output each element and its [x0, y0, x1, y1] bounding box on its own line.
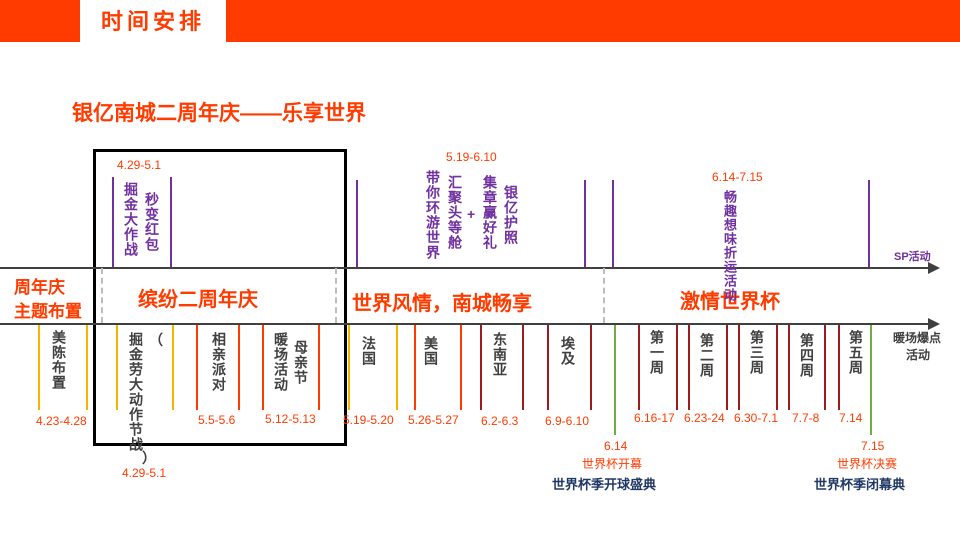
milestone-2-event: 世界杯季闭幕典	[814, 477, 906, 492]
band-separator	[603, 268, 605, 323]
milestone-2-label: 世界杯决赛	[837, 457, 898, 471]
lower-tick	[38, 325, 40, 410]
plus-sign: +	[467, 206, 476, 222]
week-2: 第二周	[699, 333, 715, 378]
milestone-1-date: 6.14	[604, 439, 628, 453]
milestone-1-event: 世界杯季开球盛典	[552, 477, 657, 492]
lower-tick	[414, 325, 416, 410]
upper-date-1: 4.29-5.1	[117, 158, 162, 172]
lower-event-4b: 母亲节	[293, 340, 309, 385]
upper-event-2a: 带你环游世界	[425, 170, 441, 260]
week-3: 第三周	[749, 330, 765, 375]
lower-date-4: 5.12-5.13	[265, 412, 316, 426]
lower-tick	[86, 325, 88, 410]
week-4: 第四周	[799, 333, 815, 378]
band-separator	[101, 268, 103, 323]
lower-tick	[547, 325, 549, 410]
upper-event-2d: 银亿护照	[503, 185, 519, 245]
week-1-date: 6.16-17	[634, 411, 675, 425]
upper-event-2b: 汇聚头等舱	[447, 175, 463, 250]
lower-event-8: 埃及	[560, 336, 576, 366]
lower-date-7: 6.2-6.3	[481, 414, 519, 428]
lower-tick	[262, 325, 264, 410]
lower-tick	[590, 325, 592, 410]
upper-tick	[170, 177, 172, 267]
lower-tick	[238, 325, 240, 410]
lower-date-5: 5.19-5.20	[343, 413, 394, 427]
upper-date-3: 6.14-7.15	[712, 170, 763, 184]
lower-tick	[116, 325, 118, 410]
lower-tick	[460, 325, 462, 410]
lower-event-2: 掘金劳大动作节战	[128, 332, 144, 452]
lower-event-6: 美国	[423, 336, 439, 366]
lower-event-3: 相亲派对	[211, 332, 227, 392]
phase-2-label: 世界风情，南城畅享	[352, 293, 532, 315]
lower-axis-line	[0, 323, 930, 325]
upper-event-1a: 掘金大作战	[123, 182, 139, 257]
lower-tick	[738, 325, 740, 410]
header-title-box	[80, 0, 226, 42]
lower-tick	[480, 325, 482, 410]
lower-tick	[348, 325, 350, 410]
lower-tick	[824, 325, 826, 410]
lower-tick	[318, 325, 320, 410]
milestone-2-date: 7.15	[861, 439, 885, 453]
lower-event-7: 东南亚	[492, 332, 508, 377]
lower-date-6: 5.26-5.27	[408, 413, 459, 427]
lower-event-4a: 暖场活动	[273, 332, 289, 392]
week-3-date: 6.30-7.1	[734, 411, 779, 425]
week-4-date: 7.7-8	[792, 411, 820, 425]
lower-tick	[396, 325, 398, 410]
upper-event-3a: 畅趣想味折运活动	[722, 190, 737, 302]
lower-tick	[676, 325, 678, 410]
lower-event-2-close-paren: ）	[142, 450, 156, 466]
lower-tick	[522, 325, 524, 410]
end-activity-line-2: 活动	[906, 348, 931, 362]
lower-date-2: 4.29-5.1	[122, 466, 167, 480]
lower-event-1: 美陈布置	[51, 330, 67, 390]
band-left-label-2: 主题布置	[14, 302, 82, 321]
upper-tick	[356, 180, 358, 267]
header-title: 时间安排	[100, 9, 205, 34]
week-1: 第一周	[649, 330, 665, 375]
upper-event-2c: 集章赢好礼	[482, 175, 498, 250]
sp-activity: SP活动	[894, 251, 931, 263]
lower-event-5: 法国	[361, 336, 377, 366]
lower-tick	[788, 325, 790, 410]
week-2-date: 6.23-24	[684, 411, 725, 425]
band-left-label-1: 周年庆	[14, 278, 65, 297]
phase-3-label: 激情世界杯	[680, 291, 780, 313]
lower-tick	[838, 325, 840, 410]
upper-tick	[584, 180, 586, 267]
lower-tick	[172, 325, 174, 410]
highlight-frame	[93, 149, 347, 446]
lower-event-2-open-paren: （	[149, 332, 163, 348]
upper-tick	[612, 180, 614, 267]
upper-event-1b: 秒变红包	[144, 192, 160, 252]
lower-tick	[638, 325, 640, 410]
page-heading: 银亿南城二周年庆——乐享世界	[72, 102, 366, 125]
upper-tick	[868, 180, 870, 267]
upper-axis-line	[0, 267, 930, 269]
lower-tick	[688, 325, 690, 410]
lower-axis-arrow	[928, 318, 940, 330]
upper-axis-arrow	[928, 262, 940, 274]
end-activity-line-1: 暖场爆点	[893, 331, 942, 345]
lower-tick	[776, 325, 778, 410]
lower-date-3: 5.5-5.6	[198, 413, 236, 427]
week-5: 第五周	[848, 330, 864, 375]
milestone-line	[614, 325, 616, 435]
upper-date-2: 5.19-6.10	[446, 150, 497, 164]
milestone-1-label: 世界杯开幕	[582, 457, 643, 471]
milestone-line	[870, 325, 872, 435]
lower-date-8: 6.9-6.10	[545, 414, 590, 428]
phase-1-label: 缤纷二周年庆	[138, 289, 258, 311]
upper-tick	[112, 177, 114, 267]
lower-date-1: 4.23-4.28	[36, 414, 87, 428]
band-separator	[335, 268, 337, 323]
week-5-date: 7.14	[839, 411, 863, 425]
lower-tick	[196, 325, 198, 410]
lower-tick	[726, 325, 728, 410]
